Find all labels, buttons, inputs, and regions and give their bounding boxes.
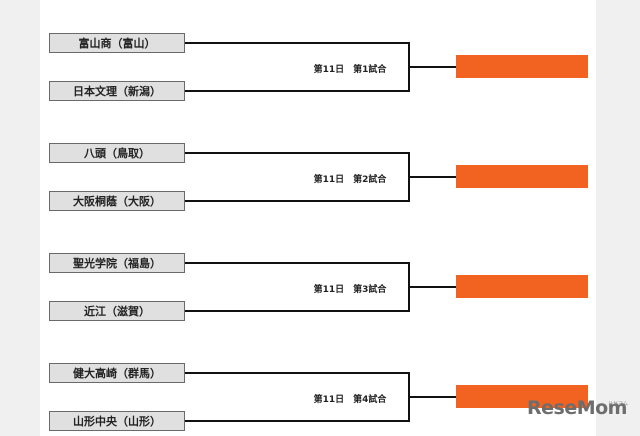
match-4-team-a: 健大高崎（群馬） bbox=[49, 363, 185, 383]
bracket-line bbox=[408, 176, 456, 178]
bracket-line bbox=[185, 152, 409, 154]
bracket-line bbox=[185, 420, 409, 422]
match-1-team-b: 日本文理（新潟） bbox=[49, 81, 185, 101]
bracket-line bbox=[185, 262, 409, 264]
match-3-team-b: 近江（滋賀） bbox=[49, 301, 185, 321]
resemom-logo: ReseMom bbox=[527, 397, 627, 419]
match-3-winner-box bbox=[456, 275, 588, 298]
match-1-label: 第11日 第1試合 bbox=[313, 65, 387, 75]
bracket-line bbox=[185, 200, 409, 202]
match-4-winner-box bbox=[456, 385, 588, 408]
bracket-line bbox=[408, 286, 456, 288]
match-4-team-b: 山形中央（山形） bbox=[49, 411, 185, 431]
match-3-label: 第11日 第3試合 bbox=[313, 285, 387, 295]
logo-subtext: リセマム bbox=[608, 401, 629, 407]
match-1-team-a: 富山商（富山） bbox=[49, 33, 185, 53]
bracket-line bbox=[408, 66, 456, 68]
logo-text: ReseMom bbox=[527, 397, 627, 419]
match-2-team-b: 大阪桐蔭（大阪） bbox=[49, 191, 185, 211]
match-2-winner-box bbox=[456, 165, 588, 188]
match-2-label: 第11日 第2試合 bbox=[313, 175, 387, 185]
bracket-line bbox=[185, 310, 409, 312]
match-2-team-a: 八頭（鳥取） bbox=[49, 143, 185, 163]
match-3-team-a: 聖光学院（福島） bbox=[49, 253, 185, 273]
bracket-line bbox=[185, 372, 409, 374]
match-1-winner-box bbox=[456, 55, 588, 78]
bracket-line bbox=[408, 396, 456, 398]
match-4-label: 第11日 第4試合 bbox=[313, 395, 387, 405]
bracket-line bbox=[185, 42, 409, 44]
bracket-line bbox=[185, 90, 409, 92]
